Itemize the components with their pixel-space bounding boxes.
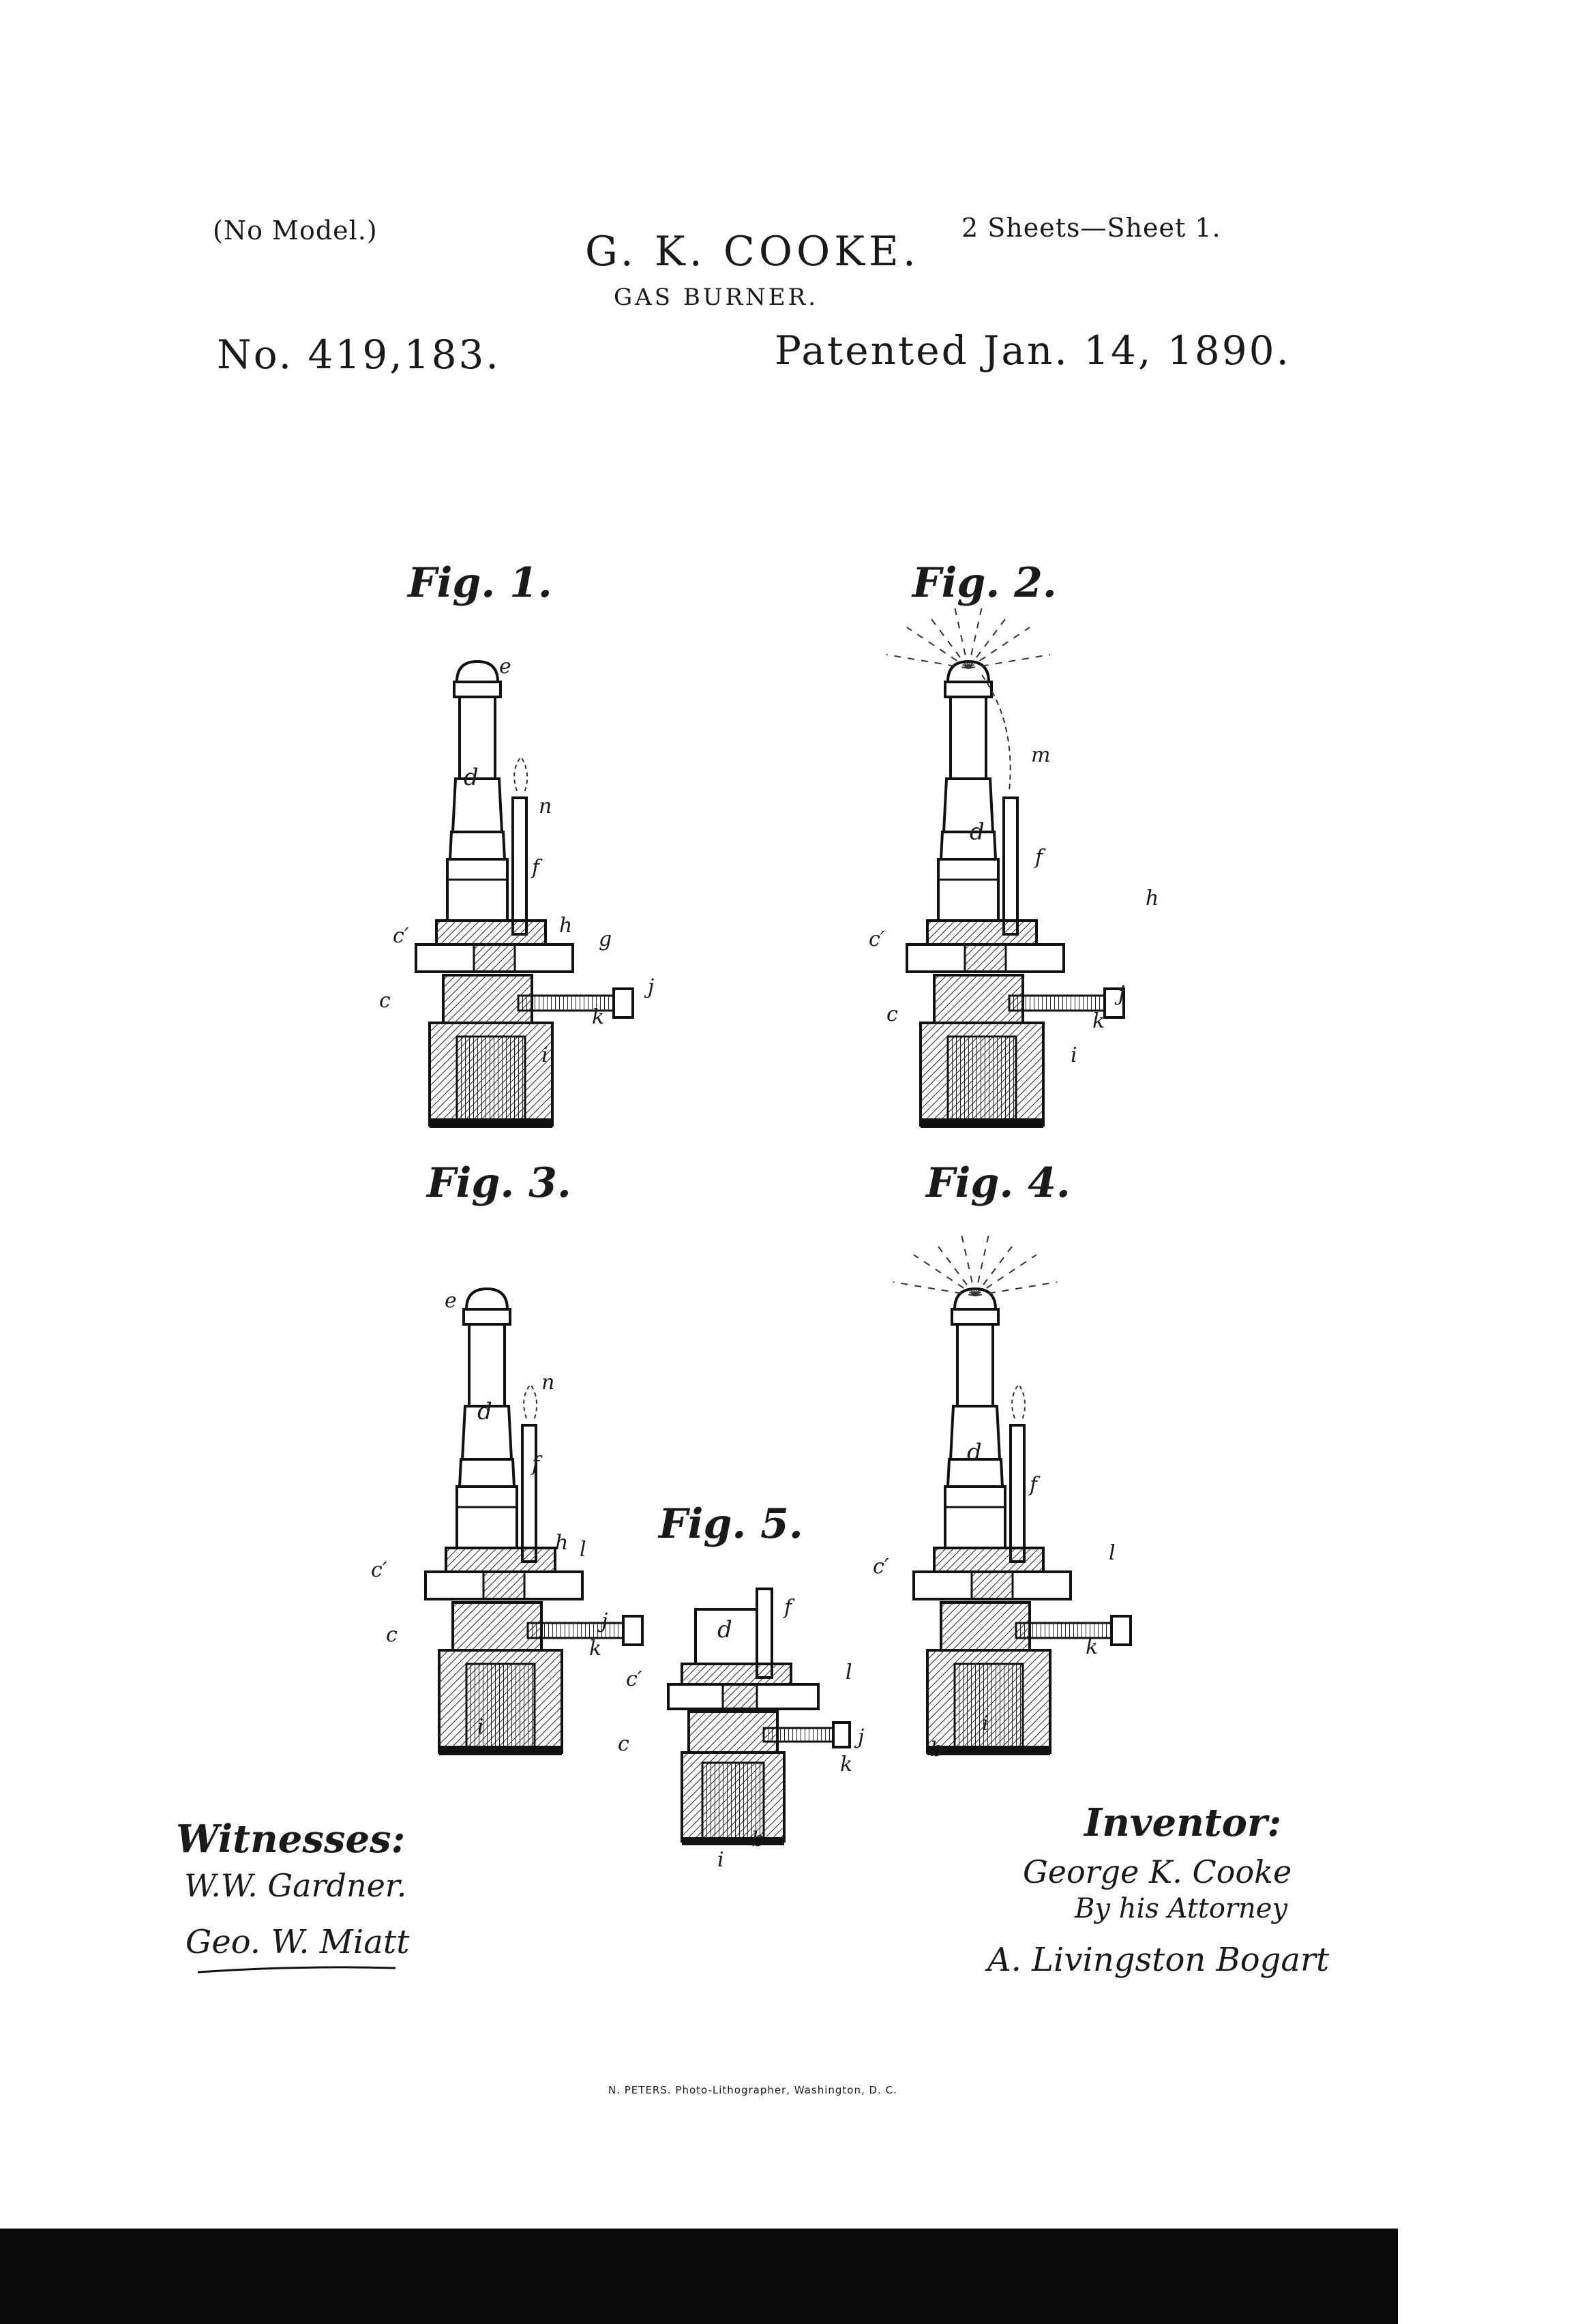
fig2-label: Fig. 2. (912, 559, 1057, 607)
fig1-label: Fig. 1. (408, 559, 552, 607)
model-note: (No Model.) (213, 215, 378, 245)
patent-date: Patented Jan. 14, 1890. (775, 327, 1291, 374)
fig4-label: Fig. 4. (926, 1159, 1071, 1207)
patent-number: No. 419,183. (217, 331, 501, 378)
lithographer-credit: N. PETERS. Photo-Lithographer, Washingto… (608, 2084, 897, 2096)
attorney-signature: A. Livingston Bogart (987, 1941, 1330, 1979)
fig4-drawing (893, 1234, 1132, 1757)
inventor-signature: George K. Cooke (1023, 1853, 1292, 1890)
fig5-drawing (667, 1588, 851, 1845)
inventor-name: G. K. COOKE. (585, 228, 920, 275)
fig5-label: Fig. 5. (659, 1500, 803, 1548)
fig1-drawing (415, 660, 634, 1129)
patent-title: GAS BURNER. (614, 284, 819, 311)
inventor-heading: Inventor: (1084, 1800, 1282, 1845)
scan-edge-bar (0, 2229, 1398, 2324)
attorney-note: By his Attorney (1075, 1893, 1288, 1924)
witness-1-signature: W.W. Gardner. (184, 1867, 407, 1904)
sheet-note: 2 Sheets—Sheet 1. (961, 213, 1221, 243)
witness-2-signature: Geo. W. Miatt (185, 1923, 410, 1961)
fig3-label: Fig. 3. (427, 1159, 571, 1207)
fig2-drawing (886, 606, 1125, 1129)
witnesses-heading: Witnesses: (176, 1817, 406, 1862)
witness-underline (197, 1966, 396, 1973)
fig3-drawing (424, 1287, 644, 1757)
